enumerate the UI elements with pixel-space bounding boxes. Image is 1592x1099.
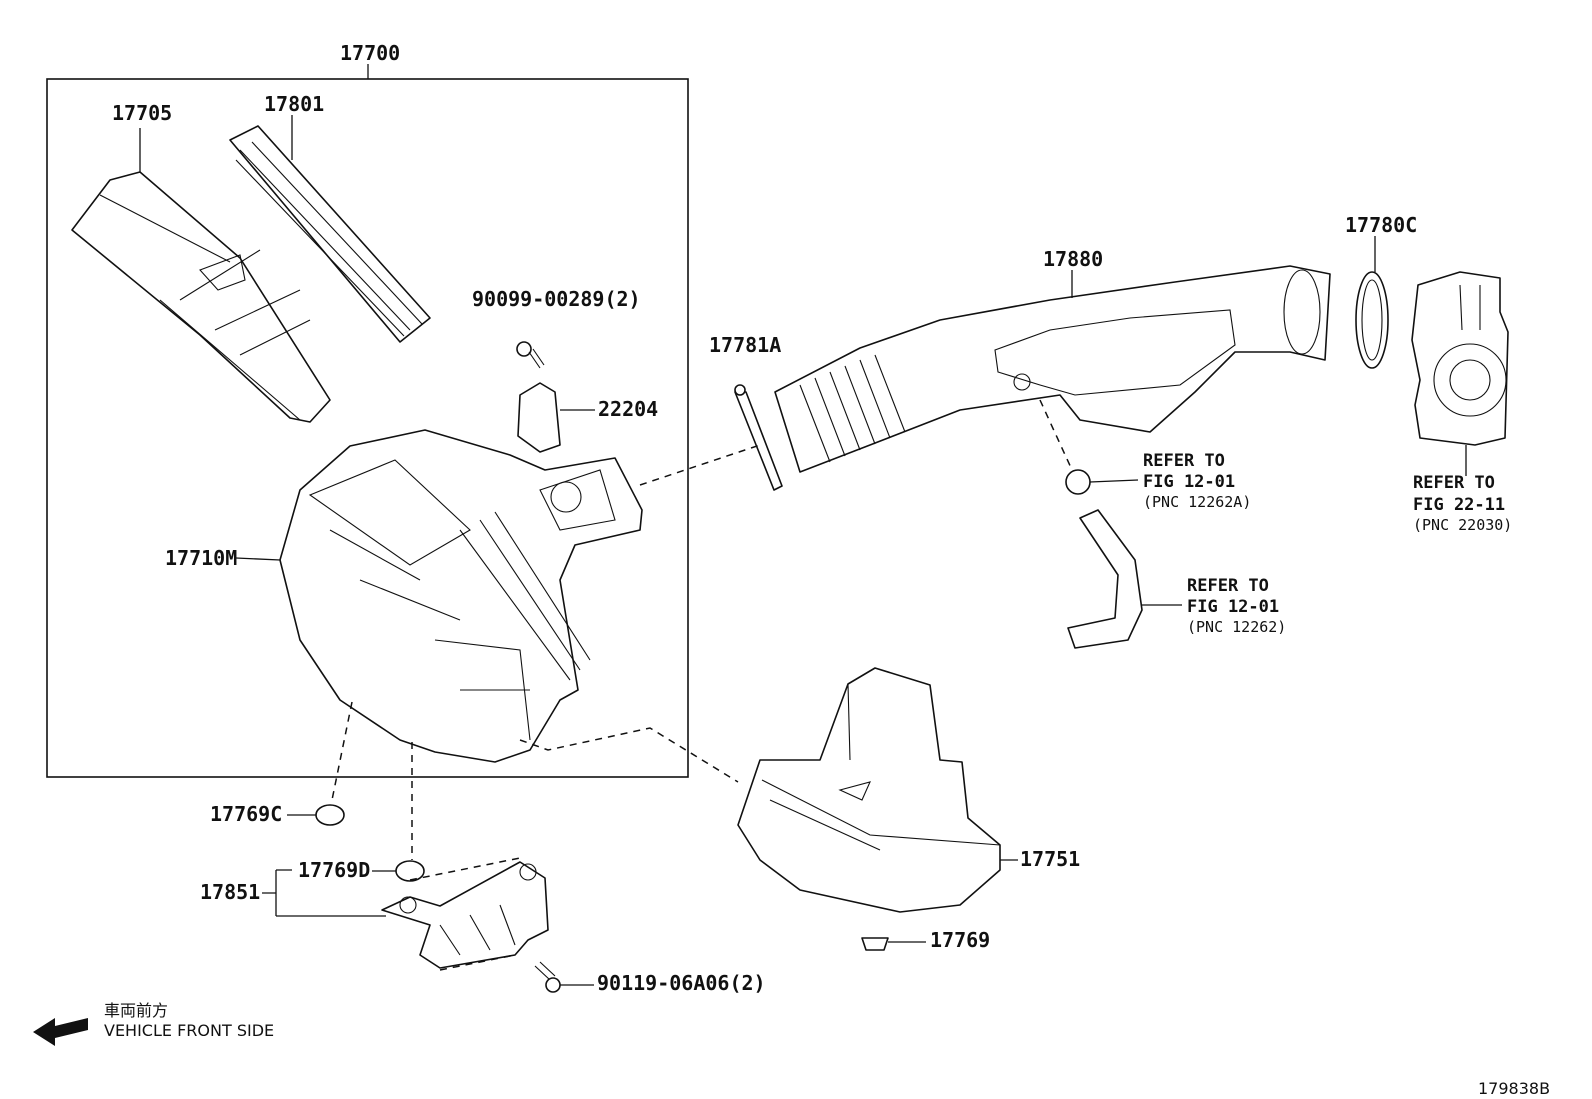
- label-17851[interactable]: 17851: [200, 880, 260, 904]
- part-17801-filter[interactable]: [229, 125, 431, 343]
- label-17705[interactable]: 17705: [112, 101, 172, 125]
- part-22204-sensor[interactable]: [517, 382, 561, 453]
- part-17880-hose[interactable]: [774, 265, 1331, 473]
- label-17780C[interactable]: 17780C: [1345, 213, 1417, 237]
- ref2-line2: FIG 22-11: [1413, 495, 1505, 515]
- part-17769C-grommet[interactable]: [315, 804, 345, 826]
- label-17769D[interactable]: 17769D: [298, 858, 370, 882]
- part-17769D-grommet[interactable]: [395, 860, 425, 882]
- label-17781A[interactable]: 17781A: [709, 333, 781, 357]
- ref3-line2: FIG 12-01: [1187, 597, 1279, 617]
- front-en: VEHICLE FRONT SIDE: [104, 1021, 274, 1040]
- label-22204[interactable]: 22204: [598, 397, 658, 421]
- part-17710M-case[interactable]: [279, 429, 643, 763]
- label-17710M[interactable]: 17710M: [165, 546, 237, 570]
- part-90099-bolt[interactable]: [516, 341, 545, 369]
- ref2-line3: (PNC 22030): [1413, 516, 1512, 534]
- label-17700[interactable]: 17700: [340, 41, 400, 65]
- part-17780C-band[interactable]: [1355, 271, 1389, 369]
- ref1-line1: REFER TO: [1143, 451, 1225, 471]
- ref2-line1: REFER TO: [1413, 473, 1495, 493]
- arrow-left-icon: [33, 1018, 88, 1046]
- part-throttle-body: [1411, 271, 1509, 446]
- label-17751[interactable]: 17751: [1020, 847, 1080, 871]
- label-90099[interactable]: 90099-00289(2): [472, 287, 641, 311]
- part-17751-inlet[interactable]: [737, 667, 1001, 913]
- part-hose-12262: [1067, 509, 1143, 649]
- label-17801[interactable]: 17801: [264, 92, 324, 116]
- ref3-line1: REFER TO: [1187, 576, 1269, 596]
- ref3-line3: (PNC 12262): [1187, 618, 1286, 636]
- label-17769C[interactable]: 17769C: [210, 802, 282, 826]
- part-17851-bracket[interactable]: [381, 861, 549, 969]
- part-17705-element[interactable]: [71, 171, 331, 423]
- part-17781A-clamp[interactable]: [734, 384, 783, 491]
- ref1-line3: (PNC 12262A): [1143, 493, 1251, 511]
- ref1-line2: FIG 12-01: [1143, 472, 1235, 492]
- part-17769-grommet[interactable]: [861, 937, 889, 951]
- label-17769[interactable]: 17769: [930, 928, 990, 952]
- label-17880[interactable]: 17880: [1043, 247, 1103, 271]
- label-90119[interactable]: 90119-06A06(2): [597, 971, 766, 995]
- part-90119-bolt[interactable]: [534, 961, 561, 993]
- front-jp: 車両前方: [104, 1001, 168, 1020]
- part-fitting-12262A: [1065, 469, 1091, 495]
- diagram-code: 179838B: [1478, 1079, 1550, 1098]
